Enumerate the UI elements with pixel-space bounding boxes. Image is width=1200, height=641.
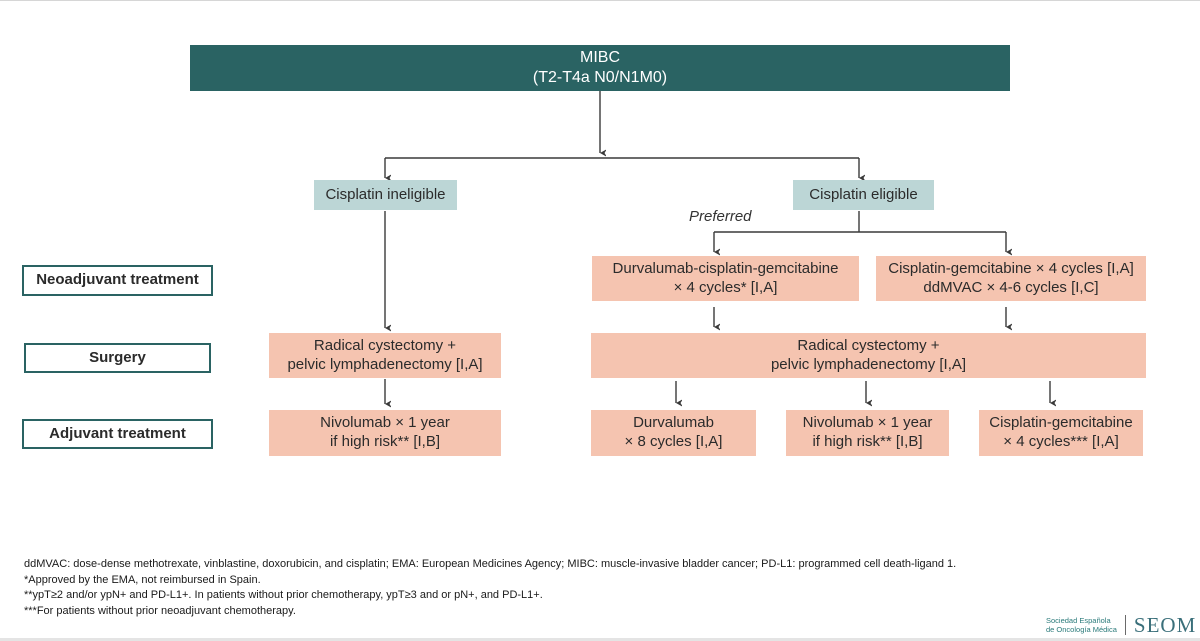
logo-wordmark: SEOM xyxy=(1133,612,1197,637)
surgery-right-line1: Radical cystectomy + xyxy=(797,336,940,354)
adjuvant-left-nivolumab: Nivolumab × 1 year if high risk** [I,B] xyxy=(269,410,501,456)
adj-cisgem-line2: × 4 cycles*** [I,A] xyxy=(1003,433,1119,450)
neo-cisgem-line1: Cisplatin-gemcitabine × 4 cycles [I,A] xyxy=(888,259,1134,277)
root-stage: (T2-T4a N0/N1M0) xyxy=(532,69,668,86)
row-label-adjuvant-text: Adjuvant treatment xyxy=(49,424,186,442)
root-node-mibc: MIBC (T2-T4a N0/N1M0) xyxy=(190,45,1010,91)
root-title: MIBC xyxy=(580,49,620,66)
adjuvant-right-nivolumab: Nivolumab × 1 year if high risk** [I,B] xyxy=(786,410,949,456)
adjuvant-cisplatin-gemcitabine: Cisplatin-gemcitabine × 4 cycles*** [I,A… xyxy=(979,410,1143,456)
top-rule xyxy=(0,0,1200,1)
row-label-surgery: Surgery xyxy=(24,343,211,373)
row-label-adjuvant: Adjuvant treatment xyxy=(22,419,213,449)
surgery-left-line1: Radical cystectomy + xyxy=(313,336,457,354)
logo-line1: Sociedad Española xyxy=(1046,616,1111,625)
adj-cisgem-line1: Cisplatin-gemcitabine xyxy=(989,414,1133,432)
row-label-surgery-text: Surgery xyxy=(89,348,146,366)
preferred-label: Preferred xyxy=(689,208,752,225)
logo-society-name: Sociedad Española de Oncología Médica xyxy=(1046,616,1117,634)
surgery-right-radical-cystectomy: Radical cystectomy + pelvic lymphadenect… xyxy=(591,333,1146,378)
adj-right-nivo-line1: Nivolumab × 1 year xyxy=(802,414,933,432)
logo-divider xyxy=(1124,615,1126,635)
adj-durva-line1: Durvalumab xyxy=(633,414,714,432)
neo-durva-line1: Durvalumab-cisplatin-gemcitabine xyxy=(612,259,839,277)
footnote-abbreviations: ddMVAC: dose-dense methotrexate, vinblas… xyxy=(24,558,957,570)
logo-line2: de Oncología Médica xyxy=(1046,625,1117,634)
row-label-neoadjuvant-text: Neoadjuvant treatment xyxy=(36,271,199,289)
footnote-double-asterisk: **ypT≥2 and/or ypN+ and PD-L1+. In patie… xyxy=(24,589,543,601)
bottom-rule xyxy=(0,638,1200,641)
footnotes: ddMVAC: dose-dense methotrexate, vinblas… xyxy=(24,557,956,619)
neoadjuvant-durvalumab-cisplatin-gemcitabine: Durvalumab-cisplatin-gemcitabine × 4 cyc… xyxy=(592,256,859,301)
adj-right-nivo-line2: if high risk** [I,B] xyxy=(812,433,923,450)
neo-cisgem-line2: ddMVAC × 4-6 cycles [I,C] xyxy=(923,278,1099,296)
adjuvant-durvalumab: Durvalumab × 8 cycles [I,A] xyxy=(591,410,756,456)
branch-cisplatin-ineligible: Cisplatin ineligible xyxy=(314,180,457,210)
adj-left-nivo-line1: Nivolumab × 1 year xyxy=(320,414,450,432)
surgery-left-radical-cystectomy: Radical cystectomy + pelvic lymphadenect… xyxy=(269,333,501,378)
branch-cisplatin-eligible: Cisplatin eligible xyxy=(793,180,934,210)
neo-durva-line2: × 4 cycles* [I,A] xyxy=(673,278,778,296)
adj-left-nivo-line2: if high risk** [I,B] xyxy=(329,433,441,450)
footnote-single-asterisk: *Approved by the EMA, not reimbursed in … xyxy=(24,573,261,586)
branch-eligible-label: Cisplatin eligible xyxy=(809,185,918,203)
seom-logo: Sociedad Española de Oncología Médica SE… xyxy=(1046,612,1197,637)
surgery-left-line2: pelvic lymphadenectomy [I,A] xyxy=(287,355,483,373)
row-label-neoadjuvant: Neoadjuvant treatment xyxy=(22,265,213,296)
neoadjuvant-cisplatin-gemcitabine-ddmvac: Cisplatin-gemcitabine × 4 cycles [I,A] d… xyxy=(876,256,1146,301)
footnote-triple-asterisk: ***For patients without prior neoadjuvan… xyxy=(24,604,296,617)
surgery-right-line2: pelvic lymphadenectomy [I,A] xyxy=(770,355,967,373)
adj-durva-line2: × 8 cycles [I,A] xyxy=(624,433,723,450)
branch-ineligible-label: Cisplatin ineligible xyxy=(325,185,446,203)
